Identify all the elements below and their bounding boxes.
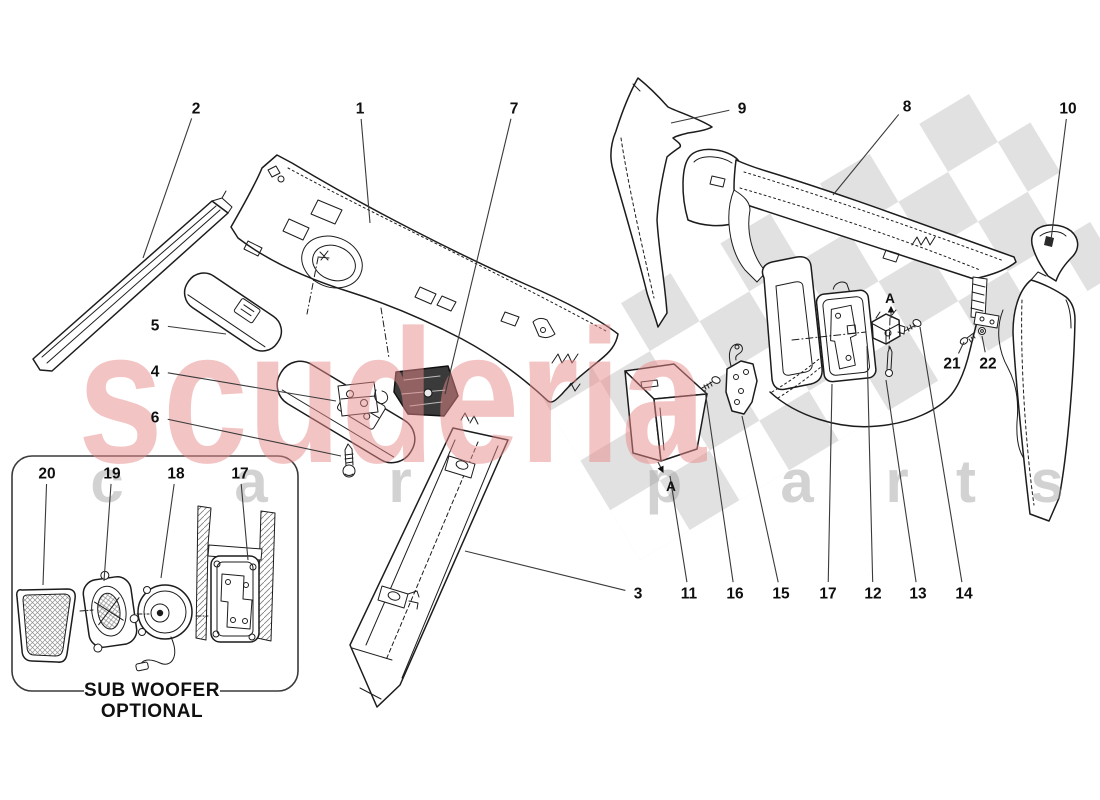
part-callout-3: 3 — [634, 586, 643, 603]
part-15-bracket — [725, 343, 758, 415]
part-18-speaker — [135, 584, 193, 672]
leader-line-13 — [885, 379, 917, 583]
leader-line-15 — [741, 415, 779, 583]
watermark-letter-0: c — [90, 448, 123, 515]
assembly-axis-lines — [306, 257, 390, 359]
part-22-washer — [978, 327, 986, 335]
part-callout-14: 14 — [955, 586, 973, 603]
leader-line-20 — [42, 483, 48, 586]
watermark-letter-2: r — [388, 448, 411, 515]
part-callout-12: 12 — [864, 586, 881, 603]
leader-line-9 — [670, 109, 730, 124]
part-17-subwoofer-bracket — [195, 505, 276, 643]
part-callout-1: 1 — [356, 101, 365, 118]
leader-line-22 — [981, 335, 986, 353]
watermark-letter-5: r — [885, 448, 908, 515]
part-7-roof-latch — [337, 365, 459, 417]
watermark-letter-4: a — [780, 448, 814, 515]
part-callout-4: 4 — [151, 364, 160, 381]
part-19-speaker-housing — [82, 570, 139, 653]
leader-line-16 — [704, 389, 734, 583]
part-16-screw — [701, 376, 721, 390]
watermark-letter-1: a — [234, 448, 268, 515]
note-subwoofer-line1: SUB WOOFER — [84, 680, 220, 701]
part-8-quarter-panel-trim — [682, 148, 1017, 428]
part-callout-21: 21 — [943, 356, 961, 373]
leader-line-11 — [669, 475, 688, 583]
leader-line-12 — [866, 345, 874, 583]
watermark-letter-3: p — [646, 448, 683, 515]
part-callout-7: 7 — [510, 101, 519, 118]
leader-line-1 — [360, 118, 371, 224]
leader-line-6 — [167, 418, 342, 457]
watermark-letter-6: t — [956, 448, 976, 515]
part-callout-15: 15 — [772, 586, 790, 603]
part-callout-9: 9 — [738, 101, 747, 118]
leader-line-17 — [827, 383, 833, 583]
part-callout-5: 5 — [151, 318, 160, 335]
part-9-windshield-pillar-trim — [610, 77, 713, 328]
leader-line-21 — [957, 341, 965, 354]
part-20-speaker-grille — [16, 588, 76, 663]
part-callout-20: 20 — [38, 466, 55, 483]
watermark-letter-7: s — [1030, 448, 1063, 515]
part-13-pin — [885, 346, 893, 377]
brand-word-scuderia: scuderia — [78, 291, 707, 503]
part-callout-18: 18 — [167, 466, 185, 483]
note-subwoofer-line2: OPTIONAL — [101, 701, 203, 722]
leader-line-4 — [167, 372, 337, 402]
leader-line-18 — [160, 483, 175, 579]
part-callout-22: 22 — [979, 356, 996, 373]
part-callout-10: 10 — [1059, 101, 1076, 118]
part-callout-6: 6 — [151, 410, 160, 427]
part-callout-13: 13 — [909, 586, 927, 603]
part-callout-11: 11 — [681, 586, 698, 603]
part-callout-8: 8 — [903, 99, 912, 116]
part-callout-16: 16 — [726, 586, 744, 603]
part-21-screw — [959, 331, 976, 345]
part-2-left-pillar-trim — [32, 190, 233, 372]
part-11-quarter-trim-pocket — [624, 363, 708, 462]
subwoofer-option-box — [11, 455, 299, 700]
leader-line-8 — [832, 114, 900, 196]
part-14-bolt — [904, 319, 922, 332]
part-1-roof-headliner-panel — [230, 154, 619, 403]
part-callout-17: 17 — [819, 586, 836, 603]
part-5-sun-visor — [183, 272, 283, 352]
part-callout-19: 19 — [103, 466, 121, 483]
leader-line-5 — [167, 325, 227, 335]
leader-line-10 — [1050, 118, 1067, 241]
leader-line-17 — [240, 483, 249, 561]
view-marker-A0: A — [885, 291, 895, 306]
view-marker-A1: A — [666, 479, 676, 494]
view-arrow-A1 — [657, 461, 664, 473]
leader-line-14 — [919, 326, 963, 583]
part-10-right-pillar-trim — [998, 224, 1079, 522]
part-callout-2: 2 — [192, 101, 201, 118]
latch-axis-line — [791, 317, 891, 350]
part-3-center-pillar-trim — [349, 412, 509, 708]
leader-line-3 — [464, 550, 626, 591]
part-12-latch — [871, 309, 906, 345]
leader-line-2 — [142, 118, 193, 259]
leader-line-7 — [444, 118, 512, 395]
part-callout-17: 17 — [231, 466, 248, 483]
part-6-screw — [342, 443, 356, 478]
leader-line-19 — [103, 483, 112, 582]
